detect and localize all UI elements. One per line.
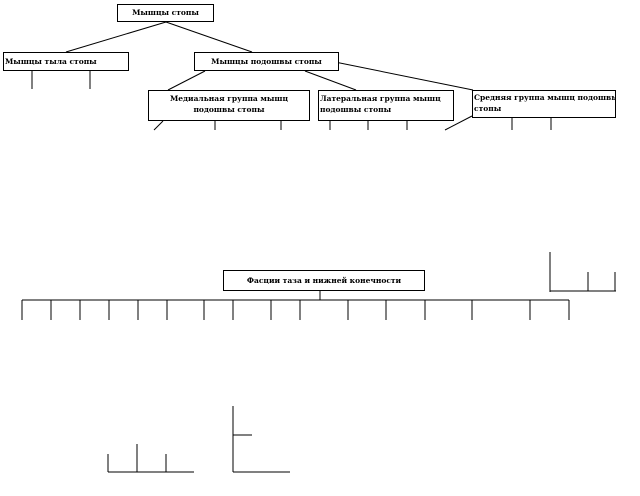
fascia-label: Фасции таза и нижней конечности: [246, 276, 402, 285]
lateral-group-node: Латеральная группа мышц подошвы стопы: [318, 90, 454, 121]
stop-muscles-label: Мышцы стопы: [132, 8, 199, 17]
sole-muscles-label: Мышцы подошвы стопы: [211, 57, 322, 66]
dorsum-muscles-node: Мышцы тыла стопы: [3, 52, 129, 71]
medial-group-label-line2: подошвы стопы: [193, 105, 265, 114]
dorsum-muscles-label: Мышцы тыла стопы: [5, 57, 97, 66]
stop-muscles-node: Мышцы стопы: [117, 4, 214, 22]
medial-group-node: Медиальная группа мышц подошвы стопы: [148, 90, 310, 121]
middle-group-label-line2: стопы: [474, 104, 502, 113]
lateral-group-label-line1: Латеральная группа мышц: [320, 94, 441, 103]
fascia-node: Фасции таза и нижней конечности: [223, 270, 425, 291]
medial-group-label-line1: Медиальная группа мышц: [169, 94, 289, 103]
lateral-group-label-line2: подошвы стопы: [320, 105, 392, 114]
sole-muscles-node: Мышцы подошвы стопы: [194, 52, 339, 71]
middle-group-label-line1: Средняя группа мышц подошвы: [474, 93, 616, 102]
middle-group-node: Средняя группа мышц подошвы стопы: [472, 90, 616, 118]
